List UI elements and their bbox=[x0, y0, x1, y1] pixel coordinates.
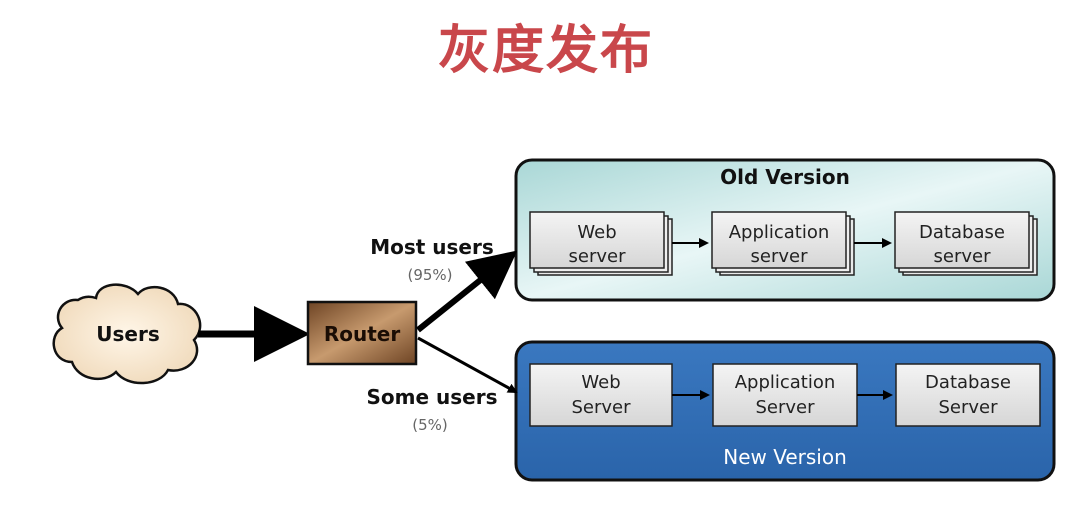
old-application-server-line1: Application bbox=[729, 222, 830, 243]
page-title: 灰度发布 bbox=[437, 21, 654, 81]
old-web-server-line2: server bbox=[569, 246, 627, 267]
new-application-server-line1: Application bbox=[735, 372, 836, 393]
some-users-label: Some users bbox=[367, 385, 498, 409]
users-cloud: Users bbox=[52, 283, 202, 385]
router-to-new-version-arrow bbox=[417, 336, 518, 394]
users-label: Users bbox=[96, 322, 159, 346]
old-web-server: Web server bbox=[529, 211, 673, 276]
router-box: Router bbox=[306, 300, 418, 366]
new-version-group: Web Server Application Server Database S… bbox=[514, 340, 1056, 482]
some-users-share: (5%) bbox=[412, 416, 448, 434]
old-database-server-line2: server bbox=[934, 246, 992, 267]
most-users-share: (95%) bbox=[407, 266, 452, 284]
most-users-label: Most users bbox=[370, 235, 494, 259]
new-database-server-line2: Server bbox=[938, 397, 998, 418]
old-database-server: Database server bbox=[894, 211, 1038, 276]
new-application-server: Application Server bbox=[712, 363, 858, 427]
router-label: Router bbox=[324, 322, 401, 346]
old-application-server-line2: server bbox=[751, 246, 809, 267]
old-application-server: Application server bbox=[711, 211, 855, 276]
new-version-title: New Version bbox=[723, 445, 847, 469]
old-web-server-line1: Web bbox=[577, 222, 616, 243]
new-database-server: Database Server bbox=[895, 363, 1041, 427]
new-web-server-line1: Web bbox=[581, 372, 620, 393]
new-database-server-line1: Database bbox=[925, 372, 1011, 393]
old-version-group: Old Version Web server Application serve… bbox=[514, 158, 1056, 302]
new-web-server-line2: Server bbox=[571, 397, 631, 418]
new-application-server-line2: Server bbox=[755, 397, 815, 418]
old-version-title: Old Version bbox=[720, 165, 850, 189]
old-database-server-line1: Database bbox=[919, 222, 1005, 243]
new-web-server: Web Server bbox=[529, 363, 673, 427]
router-to-old-version-arrow bbox=[416, 250, 518, 333]
